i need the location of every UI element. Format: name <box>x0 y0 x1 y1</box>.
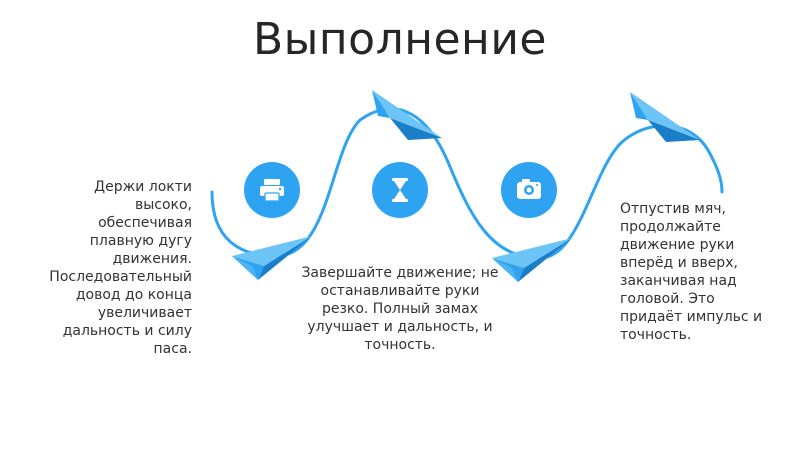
paper-plane-icon <box>232 236 312 280</box>
step-circle-1 <box>244 162 300 218</box>
hourglass-icon <box>392 178 408 202</box>
step-circle-3 <box>501 162 557 218</box>
slide-title: Выполнение <box>252 14 547 65</box>
camera-icon <box>517 179 541 199</box>
printer-icon <box>260 179 284 202</box>
step-2-text: Завершайте движение; не останавливайте р… <box>301 265 499 353</box>
step-3-text: Отпустив мяч, продолжайте движение руки … <box>620 201 763 343</box>
step-1-text: Держи локти высоко, обеспечивая плавную … <box>49 179 192 357</box>
paper-plane-icon <box>492 238 572 282</box>
paper-plane-icon <box>630 92 700 142</box>
step-circle-2 <box>372 162 428 218</box>
paper-plane-icon <box>372 90 442 140</box>
